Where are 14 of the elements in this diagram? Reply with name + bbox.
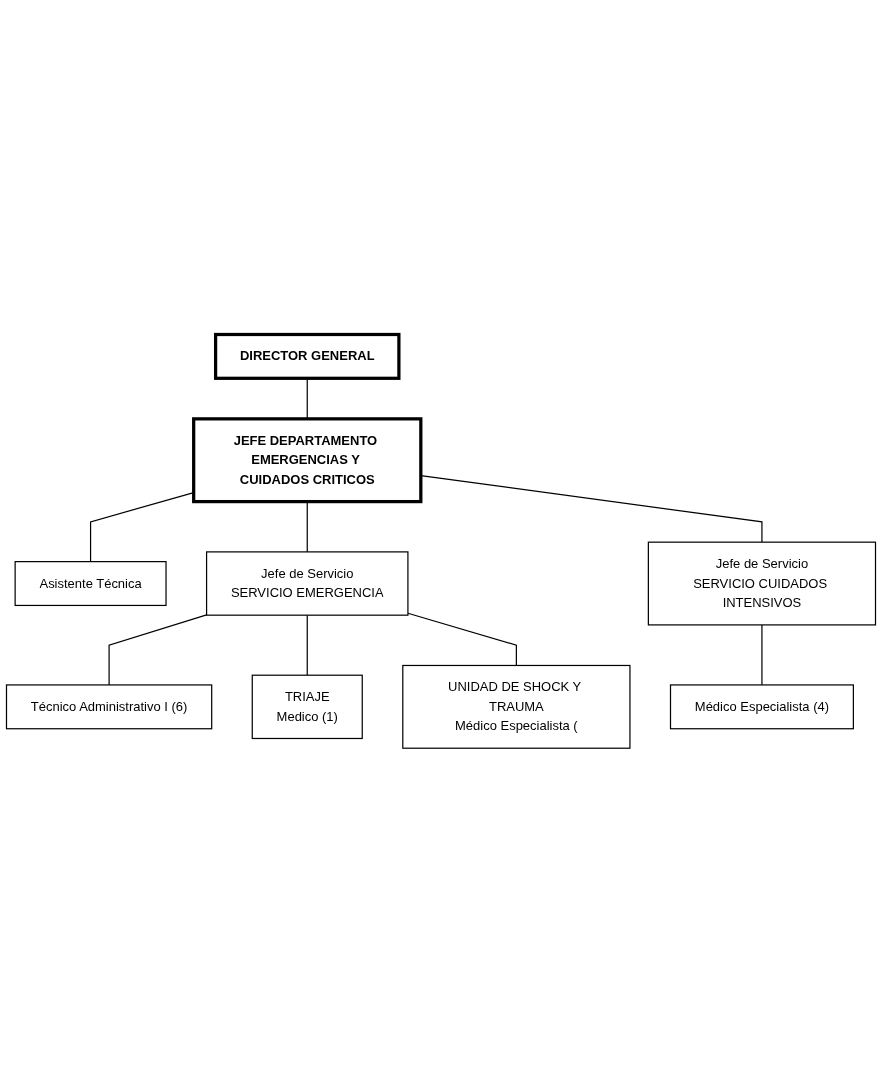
node-box: Jefe de Servicio SERVICIO CUIDADOS INTENSIVOS [647, 541, 877, 626]
node-box: Médico Especialista (4) [669, 684, 854, 730]
node-box: UNIDAD DE SHOCK Y TRAUMA Médico Especialista ( [402, 665, 631, 749]
connector [306, 501, 308, 553]
connector [306, 614, 308, 676]
node-box: TRIAJE Medico (1) [251, 674, 363, 740]
connector [761, 624, 763, 686]
node-box: Jefe de Servicio SERVICIO EMERGENCIA [205, 551, 409, 616]
node-box: Técnico Administrativo I (6) [5, 684, 213, 730]
connector [407, 612, 517, 667]
connector [108, 614, 208, 686]
node-box: JEFE DEPARTAMENTO EMERGENCIAS Y CUIDADOS CRITICOS [192, 417, 423, 504]
node-box: Asistente Técnica [14, 561, 167, 607]
node-box: DIRECTOR GENERAL [214, 333, 401, 381]
